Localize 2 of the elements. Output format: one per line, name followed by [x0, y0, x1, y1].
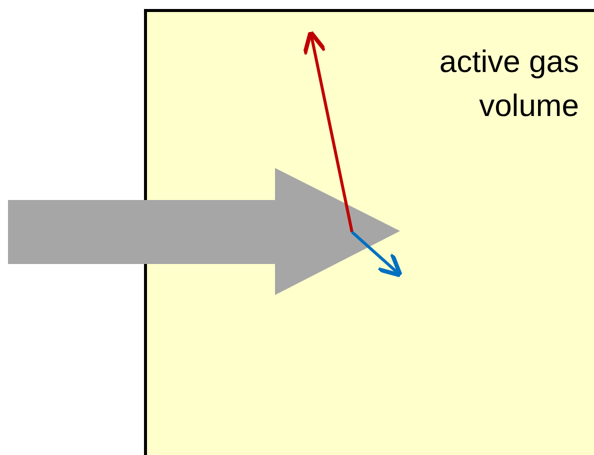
- gas-volume-box: [144, 9, 594, 455]
- region-label: active gas volume: [438, 43, 579, 125]
